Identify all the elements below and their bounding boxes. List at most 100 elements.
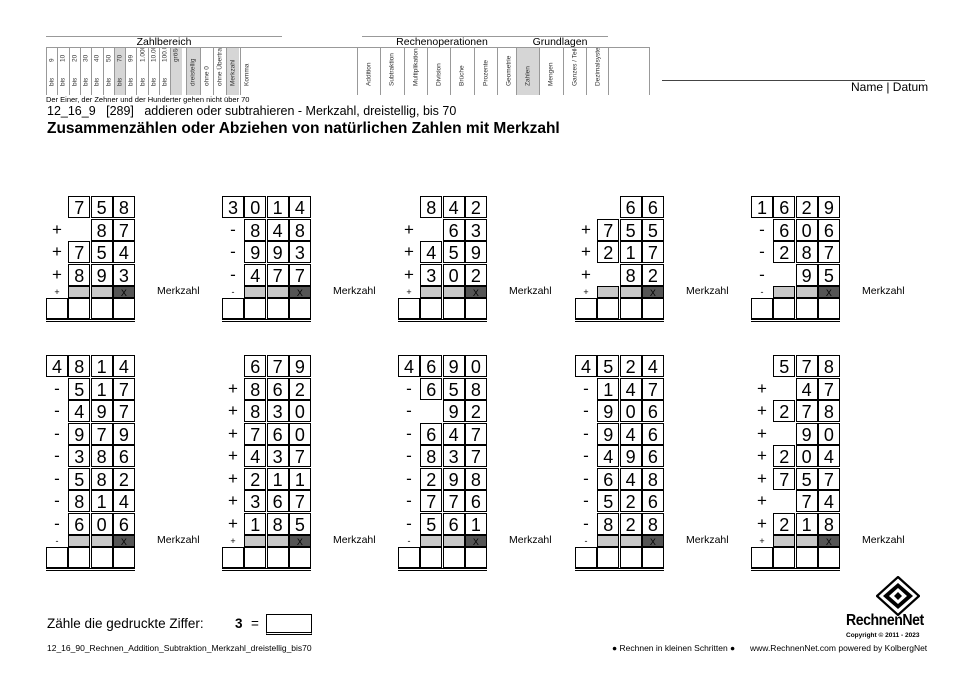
answer-row[interactable] — [398, 547, 548, 569]
answer-cell[interactable] — [464, 298, 487, 319]
worksheet-info: 12_16_9 [289] addieren oder subtrahieren… — [47, 104, 456, 118]
answer-row[interactable] — [222, 547, 372, 569]
operator: - — [54, 401, 60, 420]
carry-cell[interactable] — [244, 286, 267, 298]
answer-cell[interactable] — [112, 298, 135, 319]
answer-cell[interactable] — [266, 547, 289, 568]
answer-cell[interactable] — [68, 298, 91, 319]
carry-cell[interactable] — [90, 535, 113, 547]
carry-row: -X — [751, 286, 901, 298]
carry-cell[interactable] — [619, 535, 642, 547]
answer-cell[interactable] — [641, 547, 664, 568]
answer-row[interactable] — [398, 298, 548, 320]
carry-cell[interactable] — [795, 286, 818, 298]
answer-cell[interactable] — [46, 547, 68, 568]
digit-cell: 7 — [420, 490, 443, 512]
carry-cell[interactable] — [420, 286, 443, 298]
digit-cell: 3 — [68, 445, 91, 467]
digit-cell: 6 — [442, 512, 465, 535]
carry-cell[interactable] — [68, 535, 91, 547]
answer-cell[interactable] — [266, 298, 289, 319]
digit-cell: 5 — [442, 377, 465, 400]
answer-cell[interactable] — [442, 298, 465, 319]
carry-cell[interactable] — [597, 286, 620, 298]
carry-cell[interactable] — [773, 535, 796, 547]
digit-cell: 2 — [619, 490, 642, 512]
answer-cell[interactable] — [244, 298, 267, 319]
answer-row[interactable] — [751, 547, 901, 569]
answer-cell[interactable] — [398, 298, 420, 319]
answer-cell[interactable] — [575, 547, 597, 568]
carry-cell[interactable] — [420, 535, 443, 547]
answer-cell[interactable] — [420, 298, 443, 319]
answer-cell[interactable] — [46, 298, 68, 319]
carry-cell[interactable] — [266, 535, 289, 547]
answer-cell[interactable] — [222, 298, 244, 319]
operator: - — [583, 446, 589, 465]
answer-row[interactable] — [222, 298, 372, 320]
feature-label: dreistellig — [189, 58, 197, 86]
carry-cell[interactable] — [68, 286, 91, 298]
zahlbereich-bis: bis — [82, 77, 90, 86]
answer-cell[interactable] — [795, 298, 818, 319]
operator: + — [404, 264, 414, 284]
answer-row[interactable] — [46, 298, 196, 320]
operator: + — [581, 264, 591, 284]
carry-cell[interactable] — [619, 286, 642, 298]
answer-row[interactable] — [751, 298, 901, 320]
carry-cell[interactable] — [442, 535, 465, 547]
answer-cell[interactable] — [244, 547, 267, 568]
answer-cell[interactable] — [751, 298, 773, 319]
answer-cell[interactable] — [773, 547, 796, 568]
digit-cell: 0 — [464, 355, 487, 377]
carry-cell[interactable] — [266, 286, 289, 298]
carry-cell[interactable] — [442, 286, 465, 298]
carry-cell[interactable] — [597, 535, 620, 547]
digit-cell: 7 — [795, 400, 818, 422]
answer-cell[interactable] — [619, 547, 642, 568]
answer-cell[interactable] — [68, 547, 91, 568]
answer-cell[interactable] — [575, 298, 597, 319]
answer-cell[interactable] — [90, 298, 113, 319]
answer-row[interactable] — [46, 547, 196, 569]
answer-cell[interactable] — [90, 547, 113, 568]
answer-row[interactable] — [575, 547, 725, 569]
operator: + — [228, 378, 238, 398]
answer-cell[interactable] — [817, 298, 840, 319]
count-digit: 3 — [235, 616, 243, 631]
digit-cell — [773, 264, 795, 286]
carry-cell[interactable] — [90, 286, 113, 298]
answer-cell[interactable] — [619, 298, 642, 319]
answer-cell[interactable] — [398, 547, 420, 568]
answer-cell[interactable] — [464, 547, 487, 568]
answer-cell[interactable] — [597, 298, 620, 319]
digit-cell: 9 — [464, 241, 487, 263]
answer-row[interactable] — [575, 298, 725, 320]
digit-cell: 7 — [817, 377, 840, 400]
answer-cell[interactable] — [795, 547, 818, 568]
carry-cell[interactable] — [244, 535, 267, 547]
merkzahl-label: Merkzahl — [862, 534, 905, 546]
answer-cell[interactable] — [288, 547, 311, 568]
answer-cell[interactable] — [112, 547, 135, 568]
digit-cell: 4 — [619, 422, 642, 445]
carry-cell[interactable] — [773, 286, 796, 298]
answer-cell[interactable] — [641, 298, 664, 319]
answer-cell[interactable] — [420, 547, 443, 568]
digit-cell: 7 — [641, 241, 664, 263]
digit-cell: 5 — [597, 490, 620, 512]
answer-cell[interactable] — [751, 547, 773, 568]
answer-cell[interactable] — [597, 547, 620, 568]
count-answer-box[interactable] — [266, 614, 312, 635]
answer-cell[interactable] — [222, 547, 244, 568]
answer-cell[interactable] — [288, 298, 311, 319]
digit-cell: 6 — [112, 445, 135, 467]
carry-cell[interactable] — [795, 535, 818, 547]
answer-cell[interactable] — [442, 547, 465, 568]
digit-cell: 9 — [442, 355, 465, 377]
answer-cell[interactable] — [773, 298, 796, 319]
answer-cell[interactable] — [817, 547, 840, 568]
